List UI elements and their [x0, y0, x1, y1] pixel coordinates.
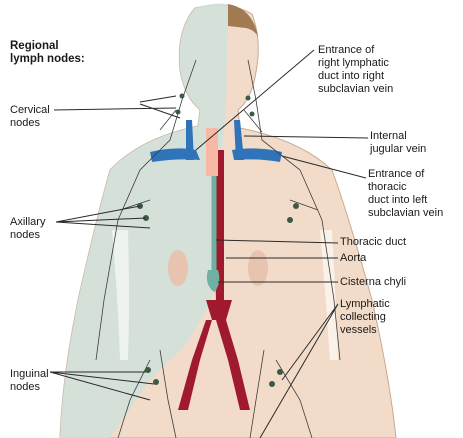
trachea	[206, 128, 218, 176]
cisterna-chyli-label: Cisterna chyli	[340, 276, 406, 289]
thoracic-duct-entrance-label: Entrance of thoracic duct into left subc…	[368, 168, 443, 220]
heading-label: Regional lymph nodes:	[10, 40, 85, 66]
axillary-nodes-label: Axillary nodes	[10, 216, 45, 242]
kidney-left	[168, 250, 188, 286]
cervical-nodes-label: Cervical nodes	[10, 104, 50, 130]
internal-jugular-label: Internal jugular vein	[370, 130, 426, 156]
right-duct-entrance-label: Entrance of right lymphatic duct into ri…	[318, 44, 393, 96]
cervical-callout	[54, 96, 180, 118]
collecting-vessels-label: Lymphatic collecting vessels	[340, 298, 390, 337]
kidney-right	[248, 250, 268, 286]
aorta-label: Aorta	[340, 252, 366, 265]
inguinal-nodes-label: Inguinal nodes	[10, 368, 49, 394]
thoracic-duct-label: Thoracic duct	[340, 236, 406, 249]
jugular-right	[186, 120, 194, 160]
